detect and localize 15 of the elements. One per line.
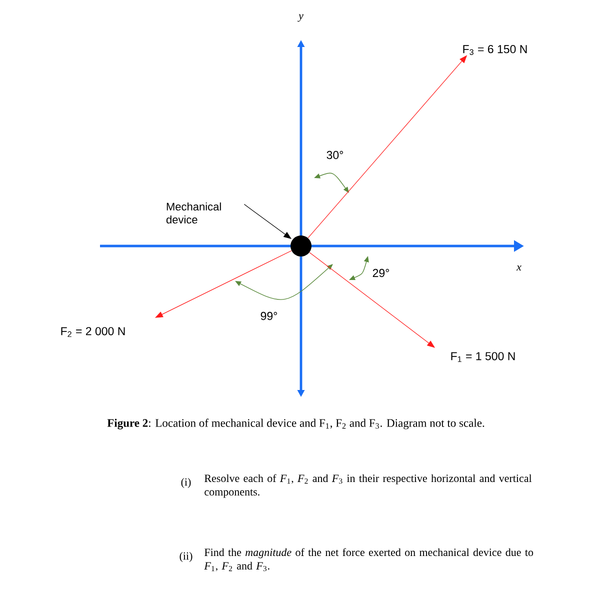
device-label: Mechanical device	[166, 202, 221, 224]
device-dot	[290, 236, 312, 256]
item-number: (ii)	[180, 552, 192, 562]
force-label: F$_{2}$ = 2 000 N	[61, 327, 125, 337]
question-text: Resolve each of F$_{1}$, F$_{2}$ and F$_{3}$ in their respective horizontal and vertical components.	[204, 474, 532, 498]
angle-label: 29°	[372, 268, 389, 278]
question-text: Find the magnitude of the net force exerted on mechanical device due to F$_{1}$, F$_{2}$ and F$_{3}$.	[204, 548, 534, 572]
axis-label: x	[516, 265, 522, 271]
axis-label: y	[298, 14, 304, 22]
item-number: (i)	[181, 478, 191, 488]
force-label: F$_{3}$ = 6 150 N	[463, 45, 527, 55]
angle-label: 30°	[326, 150, 343, 160]
figure-caption: Figure 2: Location of mechanical device and F$_{1}$, F$_{2}$ and F$_{3}$. Diagram not to scale.	[107, 418, 484, 430]
force-label: F$_{1}$ = 1 500 N	[451, 352, 515, 362]
angle-label: 99°	[260, 312, 277, 320]
